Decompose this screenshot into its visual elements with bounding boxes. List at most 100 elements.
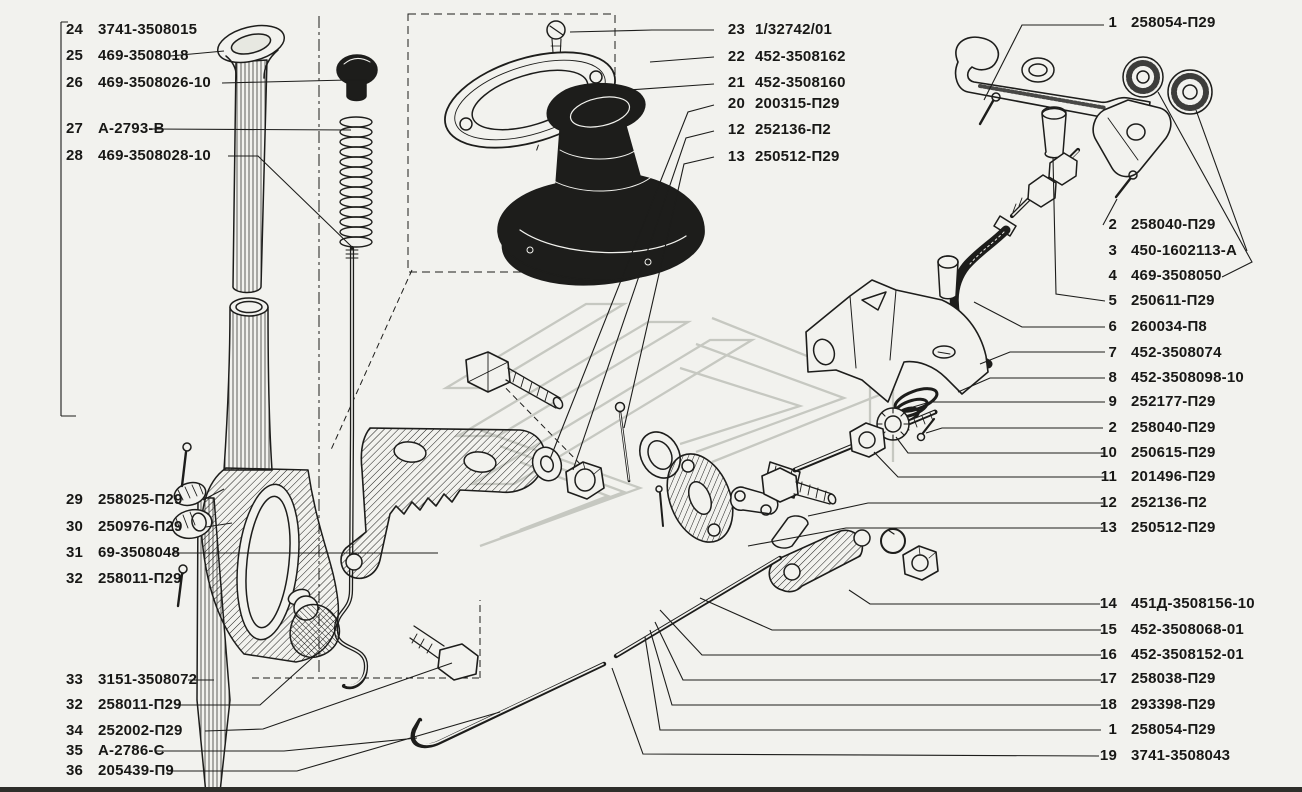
callout-15: 15 452-3508068-01	[1072, 620, 1244, 639]
callout-number: 10	[1099, 444, 1117, 461]
ratchet-sector	[340, 427, 546, 580]
leader-lines	[60, 21, 1253, 772]
callout-number: 2	[1108, 216, 1117, 233]
part-number: 258011-П29	[98, 570, 182, 587]
callout-number: 12	[727, 121, 745, 138]
clevis-pin	[1041, 106, 1067, 159]
callout-number: 13	[1099, 519, 1117, 536]
part-number: 3741-3508015	[98, 21, 198, 38]
hex-nut-cable	[849, 422, 886, 458]
callout-6: 6 260034-П8	[1072, 317, 1207, 336]
cotter-pin-left-lower	[176, 564, 188, 608]
callout-number: 32	[66, 570, 84, 587]
callout-20: 20 200315-П29	[690, 94, 840, 113]
spring-washer	[880, 528, 906, 554]
part-number: 452-3508152-01	[1131, 646, 1244, 663]
adjuster-nuts-rod	[1009, 147, 1081, 219]
part-number: 252177-П29	[1131, 393, 1216, 410]
part-number: 469-3508028-10	[98, 147, 211, 164]
callout-number: 17	[1099, 670, 1117, 687]
part-number: 250615-П29	[1131, 444, 1216, 461]
callout-number: 1	[1108, 14, 1117, 31]
part-number: 200315-П29	[755, 95, 840, 112]
callout-number: 29	[66, 491, 84, 508]
cotter-pin-left-upper	[180, 442, 192, 488]
callout-number: 22	[727, 48, 745, 65]
callout-32b: 32 258011-П29	[66, 695, 182, 714]
part-number: 258040-П29	[1131, 419, 1216, 436]
clevis-bolt	[761, 467, 837, 505]
part-number: 250512-П29	[1131, 519, 1216, 536]
cotter-pin-small	[655, 485, 664, 527]
part-number: А-2786-С	[98, 742, 165, 759]
callout-number: 14	[1099, 595, 1117, 612]
part-number: 250512-П29	[755, 148, 840, 165]
hex-nut-link	[902, 545, 939, 581]
callout-number: 7	[1108, 344, 1117, 361]
callout-number: 28	[66, 147, 84, 164]
cotter-pin-cable	[916, 417, 936, 442]
flange-plate	[666, 453, 734, 543]
sector-bolt	[465, 351, 564, 410]
callout-number: 35	[66, 742, 84, 759]
callout-number: 11	[1100, 468, 1117, 485]
scan-edge	[0, 787, 1302, 792]
part-number: 452-3508068-01	[1131, 621, 1244, 638]
part-number: 469-3508050	[1131, 267, 1222, 284]
cover-screw	[546, 20, 566, 81]
clevis-fork	[1092, 99, 1172, 178]
long-rod-front	[410, 661, 607, 749]
callout-number: 33	[66, 671, 84, 688]
callout-number: 32	[66, 696, 84, 713]
part-number: 252002-П29	[98, 722, 183, 739]
callout-number: 30	[66, 518, 84, 535]
callout-14: 14 451Д-3508156-10	[1072, 594, 1255, 613]
callout-number: 4	[1108, 267, 1117, 284]
part-number: 260034-П8	[1131, 318, 1207, 335]
part-number: 451Д-3508156-10	[1131, 595, 1255, 612]
flat-washer	[531, 446, 563, 482]
part-number: 469-3508026-10	[98, 74, 211, 91]
cotter-pin-top	[978, 92, 1001, 126]
part-number: 250611-П29	[1131, 292, 1215, 309]
pawl-parts	[287, 588, 341, 658]
callout-number: 8	[1108, 369, 1117, 386]
part-number: 3741-3508043	[1131, 747, 1231, 764]
callout-number: 1	[1108, 721, 1117, 738]
support-blade	[196, 497, 231, 792]
part-number: 250976-П29	[98, 518, 183, 535]
part-number: 258011-П29	[98, 696, 182, 713]
part-number: 452-3508160	[755, 74, 846, 91]
callout-10: 10 250615-П29	[1072, 443, 1216, 462]
callout-number: 20	[727, 95, 745, 112]
callout-13b: 13 250512-П29	[1072, 518, 1216, 537]
part-number: 469-3508018	[98, 47, 189, 64]
callout-number: 31	[66, 544, 84, 561]
guide-rollers	[1122, 56, 1213, 115]
pull-rod	[333, 245, 369, 690]
part-number: 450-1602113-А	[1131, 242, 1238, 259]
rubber-boot	[497, 82, 705, 286]
callout-number: 15	[1099, 621, 1117, 638]
part-number: 293398-П29	[1131, 696, 1216, 713]
callout-number: 6	[1108, 318, 1117, 335]
